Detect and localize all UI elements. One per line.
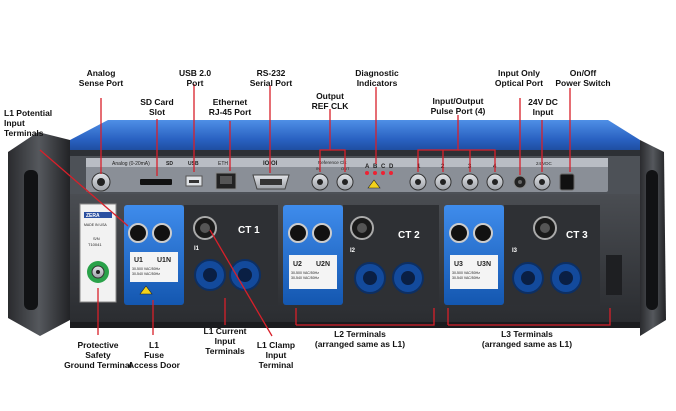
callout-l1-clamp: L1 Clamp Input Terminal bbox=[256, 340, 296, 370]
refclk-panel-label: Reference Clk bbox=[318, 160, 347, 165]
plate-made: MADE IN USA bbox=[84, 223, 107, 227]
u1-label: U1 bbox=[134, 257, 143, 264]
callout-io-pulse: Input/Output Pulse Port (4) bbox=[430, 96, 486, 116]
ct3-label: CT 3 bbox=[566, 230, 588, 241]
rs232-port bbox=[252, 174, 290, 190]
plate-sn-value: T10041 bbox=[88, 242, 102, 247]
ref-clk-ports bbox=[311, 173, 354, 191]
diag-c-label: C bbox=[381, 164, 386, 170]
phase-2-module bbox=[283, 205, 439, 305]
u1-rating1: 30-500 VAC/50Hz bbox=[132, 267, 160, 271]
diag-a-label: A bbox=[365, 164, 370, 170]
phase-3-module bbox=[444, 205, 600, 305]
dc-input-port bbox=[533, 173, 551, 191]
callout-lines bbox=[39, 84, 611, 337]
io-pulse-ports bbox=[409, 173, 504, 191]
callout-analog-sense: Analog Sense Port bbox=[78, 68, 124, 88]
u1n-label: U1N bbox=[157, 257, 171, 264]
ct2-label: CT 2 bbox=[398, 230, 420, 241]
analog-panel-label: Analog (0-20mA) bbox=[112, 161, 150, 167]
u3n-label: U3N bbox=[477, 261, 491, 268]
callout-sd-card: SD Card Slot bbox=[140, 97, 174, 117]
u2-label: U2 bbox=[293, 261, 302, 268]
u2n-label: U2N bbox=[316, 261, 330, 268]
callout-l3-terminals: L3 Terminals (arranged same as L1) bbox=[481, 329, 573, 349]
left-handle bbox=[8, 132, 70, 336]
i1-label: I1 bbox=[194, 246, 200, 252]
u2-rating2: 30-540 VAC/50Hz bbox=[291, 276, 319, 280]
phase-1-module bbox=[124, 205, 278, 305]
u2-rating1: 30-500 VAC/50Hz bbox=[291, 271, 319, 275]
ethernet-port bbox=[215, 172, 237, 190]
plate-brand: ZERA bbox=[86, 213, 100, 219]
callout-rs232: RS-232 Serial Port bbox=[249, 68, 293, 88]
u3-rating1: 30-500 VAC/50Hz bbox=[452, 271, 480, 275]
callout-usb: USB 2.0 Port bbox=[178, 68, 212, 88]
diag-d-label: D bbox=[389, 164, 394, 170]
callout-diagnostic: Diagnostic Indicators bbox=[355, 68, 399, 88]
refclk-in-label: IN bbox=[316, 166, 320, 171]
ethernet-panel-label: ETH bbox=[218, 161, 228, 167]
port1-label: 1 bbox=[417, 164, 421, 170]
power-switch bbox=[559, 173, 575, 191]
plate-sn-label: S/N bbox=[93, 236, 100, 241]
ct1-label: CT 1 bbox=[238, 225, 260, 236]
callout-dc-input: 24V DC Input bbox=[528, 97, 558, 117]
u3-label: U3 bbox=[454, 261, 463, 268]
callout-l1-potential: L1 Potential Input Terminals bbox=[4, 108, 53, 138]
sd-card-slot bbox=[140, 179, 172, 185]
diag-b-label: B bbox=[373, 164, 378, 170]
i3-label: I3 bbox=[512, 248, 518, 254]
callout-ground: Protective Safety Ground Terminal bbox=[64, 340, 132, 370]
callout-l2-terminals: L2 Terminals (arranged same as L1) bbox=[314, 329, 406, 349]
right-edge-connector bbox=[606, 255, 622, 295]
right-handle bbox=[640, 140, 666, 336]
diagnostic-leds bbox=[365, 171, 393, 189]
u1-rating2: 30-540 VAC/50Hz bbox=[132, 272, 160, 276]
optical-port bbox=[513, 175, 527, 189]
callout-l1-current: L1 Current Input Terminals bbox=[203, 326, 247, 356]
analog-sense-port bbox=[91, 172, 111, 192]
callout-output-ref: Output REF CLK bbox=[311, 91, 349, 111]
dc-panel-label: 24 VDC bbox=[536, 161, 553, 166]
usb-port bbox=[185, 175, 203, 187]
callout-fuse: L1 Fuse Access Door bbox=[128, 340, 180, 370]
callout-ethernet: Ethernet RJ-45 Port bbox=[208, 97, 252, 117]
label-plate bbox=[79, 203, 117, 303]
i2-label: I2 bbox=[350, 248, 356, 254]
u3-rating2: 30-540 VAC/50Hz bbox=[452, 276, 480, 280]
callout-optical: Input Only Optical Port bbox=[494, 68, 544, 88]
sd-panel-label: SD bbox=[166, 161, 173, 167]
callout-power: On/Off Power Switch bbox=[555, 68, 611, 88]
